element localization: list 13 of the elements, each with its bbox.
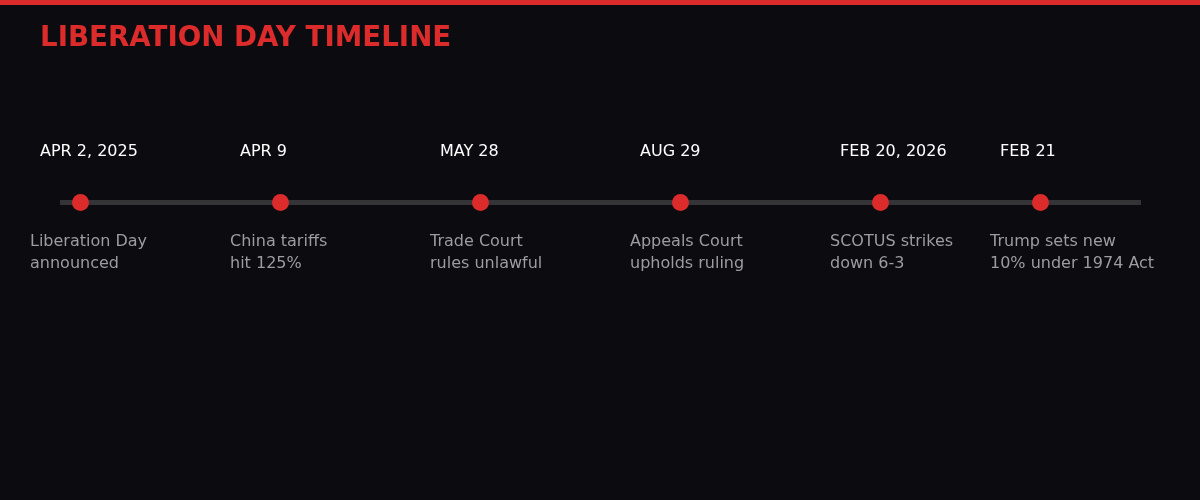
event-description: Trade Court rules unlawful: [430, 229, 544, 274]
event-description: SCOTUS strikes down 6-3: [830, 229, 955, 274]
event-description: China tariffs hit 125%: [230, 229, 329, 274]
date-label: MAY 28: [440, 142, 499, 159]
date-label: APR 2, 2025: [40, 142, 138, 159]
event-description: Appeals Court upholds ruling: [630, 229, 746, 274]
date-label: FEB 21: [1000, 142, 1056, 159]
date-label: FEB 20, 2026: [840, 142, 947, 159]
event-description: Liberation Day announced: [30, 229, 149, 274]
date-label: AUG 29: [640, 142, 701, 159]
event-description: Trump sets new 10% under 1974 Act: [990, 229, 1156, 274]
date-label: APR 9: [240, 142, 287, 159]
diagram-title: LIBERATION DAY TIMELINE: [40, 23, 452, 51]
